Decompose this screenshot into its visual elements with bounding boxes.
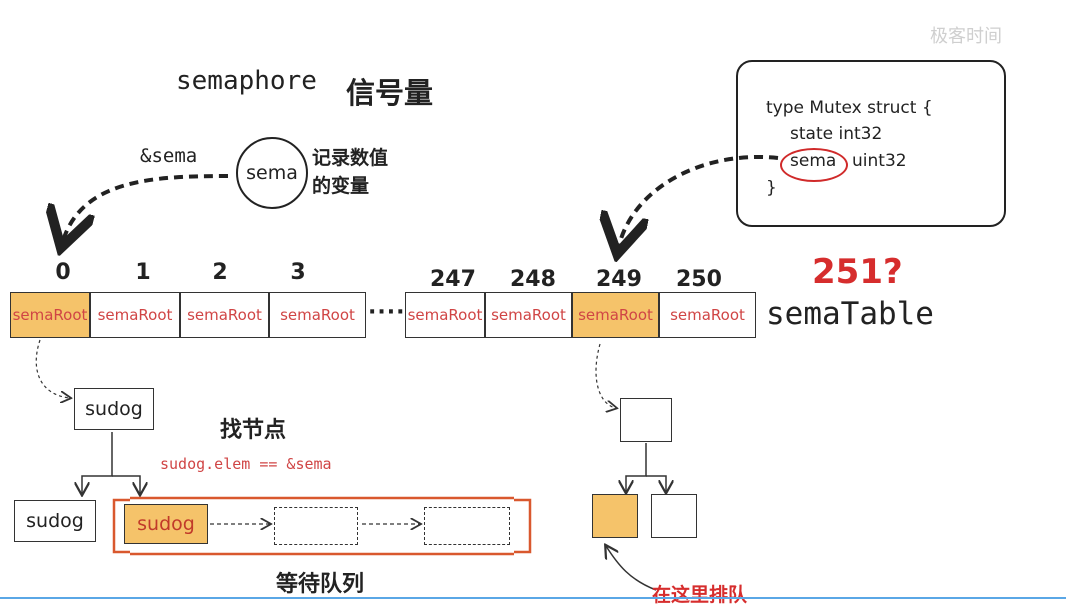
sema-root-cell-249: semaRoot (572, 292, 659, 338)
sema-circle-label: sema (246, 162, 298, 184)
root0-to-sudog-arrow (35, 339, 70, 398)
tree2-link-right (646, 475, 666, 492)
sudog-queue-head-node: sudog (124, 504, 208, 544)
title-semaphore-zh: 信号量 (346, 76, 434, 110)
sudog-left-label: sudog (26, 510, 84, 532)
queue-bracket-right (514, 498, 532, 554)
tree-link-left (82, 432, 113, 494)
root249-to-node-arrow (595, 343, 616, 408)
bottom-rule (0, 597, 1066, 599)
index-247: 247 (430, 267, 476, 292)
wait-queue-label: 等待队列 (276, 571, 365, 597)
tree2-highlight-node (592, 494, 638, 538)
index-249: 249 (596, 267, 642, 292)
mutex-struct-box: type Mutex struct { state int32 sema uin… (736, 60, 1006, 227)
sudog-root-node: sudog (74, 388, 154, 430)
sema-root-cell-0: semaRoot (10, 292, 90, 338)
sema-root-cell-2: semaRoot (180, 292, 269, 338)
mutex-sema-pointer-arrow (618, 155, 779, 250)
sema-root-cell-248: semaRoot (485, 292, 572, 338)
sema-root-cell-247: semaRoot (405, 292, 485, 338)
code-line-type: type Mutex struct { (766, 98, 933, 118)
sudog-root-label: sudog (85, 398, 143, 420)
index-3: 3 (290, 260, 306, 285)
index-2: 2 (212, 260, 228, 285)
title-semaphore: semaphore (176, 66, 317, 96)
watermark: 极客时间 (930, 26, 1002, 47)
sema-field-highlight-oval (780, 148, 848, 182)
index-250: 250 (676, 267, 722, 292)
find-node-label: 找节点 (220, 417, 287, 443)
queue-bracket-left (112, 498, 130, 554)
tree-link-right (112, 475, 140, 494)
queue-waiter-node-2 (424, 507, 510, 545)
tree2-root-node (620, 398, 672, 442)
queue-here-label: 在这里排队 (652, 584, 748, 606)
code-line-sema-type: uint32 (852, 151, 907, 171)
sema-variable-circle: sema (236, 137, 308, 209)
sudog-left-node: sudog (14, 500, 96, 542)
match-condition: sudog.elem == &sema (160, 455, 332, 473)
code-line-sema-field: sema (790, 151, 837, 171)
sema-description: 记录数值 的变量 (312, 144, 388, 200)
sema-root-cell-1: semaRoot (90, 292, 180, 338)
index-248: 248 (510, 267, 556, 292)
here-arrow (606, 546, 657, 591)
sudog-queue-head-label: sudog (137, 513, 195, 535)
sema-description-line-1: 记录数值 (312, 147, 389, 169)
sema-root-cell-250: semaRoot (659, 292, 756, 338)
tree2-right-node (651, 494, 697, 538)
sema-table-label: semaTable (766, 296, 934, 332)
index-0: 0 (55, 260, 71, 285)
code-line-state: state int32 (790, 124, 883, 144)
sema-root-cell-3: semaRoot (269, 292, 366, 338)
overflow-index-label: 251? (812, 252, 903, 292)
tree2-link-left (626, 443, 647, 492)
index-1: 1 (135, 260, 151, 285)
sema-pointer-arrow (62, 174, 229, 244)
sema-description-line-2: 的变量 (312, 175, 370, 197)
queue-waiter-node-1 (274, 507, 358, 545)
sema-address-label: &sema (140, 145, 198, 167)
code-line-close-brace: } (766, 178, 777, 198)
